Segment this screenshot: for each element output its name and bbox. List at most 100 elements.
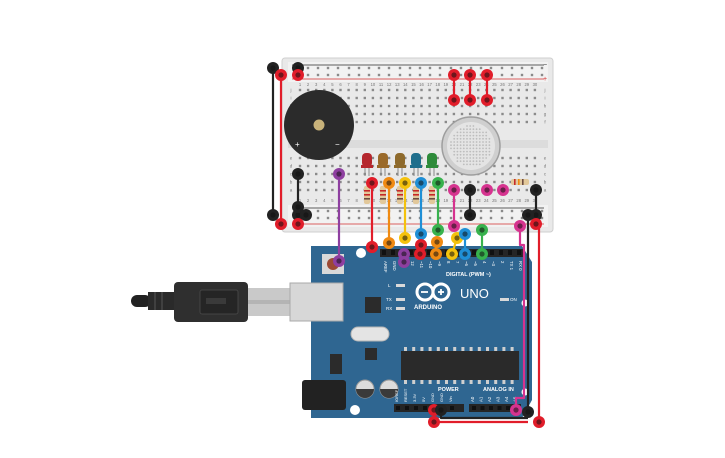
rail-hole (500, 216, 504, 220)
breadboard-hole (339, 156, 342, 160)
column-number: 25 (492, 82, 497, 87)
breadboard-hole (501, 172, 504, 176)
wire-5v-to-board[interactable] (536, 222, 541, 422)
wire-end-core (435, 227, 441, 233)
breadboard-hole (306, 88, 310, 92)
column-number: 10 (371, 82, 376, 87)
chip-pin (502, 380, 506, 384)
rail-hole (367, 209, 371, 213)
header-socket (506, 406, 510, 410)
rail-hole (540, 209, 544, 213)
breadboard-hole (420, 172, 423, 176)
wire-end-core (462, 231, 468, 237)
breadboard-hole (355, 188, 358, 192)
chip-pin (461, 347, 465, 351)
breadboard-hole (533, 120, 537, 124)
wire-endpoints (267, 62, 545, 428)
breadboard-hole (444, 172, 447, 176)
column-number: 14 (403, 82, 408, 87)
breadboard-hole (355, 180, 358, 184)
wire-end-core (484, 72, 490, 78)
rail-hole (347, 216, 351, 220)
led-rim (361, 165, 373, 168)
breadboard-hole (509, 112, 512, 116)
rail-hole (357, 209, 361, 213)
column-number: 9 (364, 82, 367, 87)
wire-end-core (479, 227, 485, 233)
wire-end-core (369, 180, 375, 186)
led[interactable] (427, 153, 437, 167)
breadboard-hole (387, 96, 391, 100)
led-group (361, 153, 438, 176)
analog-pin-label: A4 (504, 396, 509, 402)
photoresistor[interactable] (441, 116, 501, 176)
resistor-band (429, 190, 435, 192)
column-number: 1 (299, 82, 302, 87)
column-number: 21 (460, 82, 465, 87)
breadboard-hole (501, 96, 504, 100)
chip-pin (510, 380, 514, 384)
resistor[interactable] (511, 179, 529, 185)
photo-dot (488, 137, 491, 140)
rail-hole (428, 209, 432, 213)
rail-hole (500, 209, 504, 213)
breadboard-hole (396, 180, 399, 184)
digital-pin-label: ~11 (419, 261, 424, 269)
led[interactable] (395, 153, 405, 167)
photo-dot (453, 137, 456, 140)
breadboard-hole (509, 172, 512, 176)
tx-led-label: TX (386, 297, 392, 302)
photo-dot (475, 150, 478, 153)
breadboard-hole (387, 120, 391, 124)
usb-jack (289, 282, 344, 322)
led[interactable] (378, 153, 388, 167)
photo-dot (456, 134, 459, 137)
row-letter: d (544, 164, 547, 169)
power-pin-label: 3.3V (412, 393, 417, 402)
photo-dot (456, 153, 459, 156)
rail-hole (398, 73, 402, 77)
wire-end-core (449, 251, 455, 257)
usb-metal-seam (248, 300, 290, 304)
regulator-chip (365, 348, 377, 360)
column-number: 3 (315, 198, 318, 203)
resistor-band (380, 194, 386, 196)
chip-pin (412, 347, 416, 351)
analog-pin-label: A3 (496, 396, 501, 402)
photo-dot (482, 157, 484, 159)
breadboard-hole (363, 104, 366, 108)
digital-pin-label: 7 (455, 261, 460, 264)
photo-dot (478, 128, 481, 131)
digital-pin-label: RX 0 (518, 261, 523, 271)
rail-hole (398, 216, 402, 220)
usb-cable[interactable] (131, 282, 290, 322)
led[interactable] (362, 153, 372, 167)
breadboard-hole (517, 164, 520, 168)
breadboard-hole (533, 88, 537, 92)
wire-end-core (536, 419, 542, 425)
wire-analog-signal[interactable] (514, 226, 526, 410)
photo-dot (462, 163, 465, 166)
voltage-regulator (330, 354, 342, 374)
breadboard-hole (298, 88, 302, 92)
led[interactable] (411, 153, 421, 167)
power-pin-label: GND (430, 393, 435, 402)
rail-hole (500, 73, 504, 77)
wire-end-core (336, 258, 342, 264)
digital-pin-label: 2 (500, 261, 505, 264)
led-rim (410, 165, 422, 168)
breadboard-hole (436, 172, 439, 176)
rail-hole (347, 66, 351, 70)
breadboard-hole (371, 120, 375, 124)
breadboard-hole (428, 88, 431, 92)
breadboard-hole (468, 104, 472, 108)
row-letter: c (544, 172, 547, 177)
rail-hole (469, 66, 473, 70)
piezo-buzzer[interactable]: + − (284, 90, 354, 160)
breadboard-hole (485, 172, 488, 176)
breadboard-hole (347, 188, 350, 192)
power-pin-label: 5V (421, 397, 426, 402)
board-model-label: UNO (460, 286, 489, 301)
column-number: 27 (508, 198, 513, 203)
